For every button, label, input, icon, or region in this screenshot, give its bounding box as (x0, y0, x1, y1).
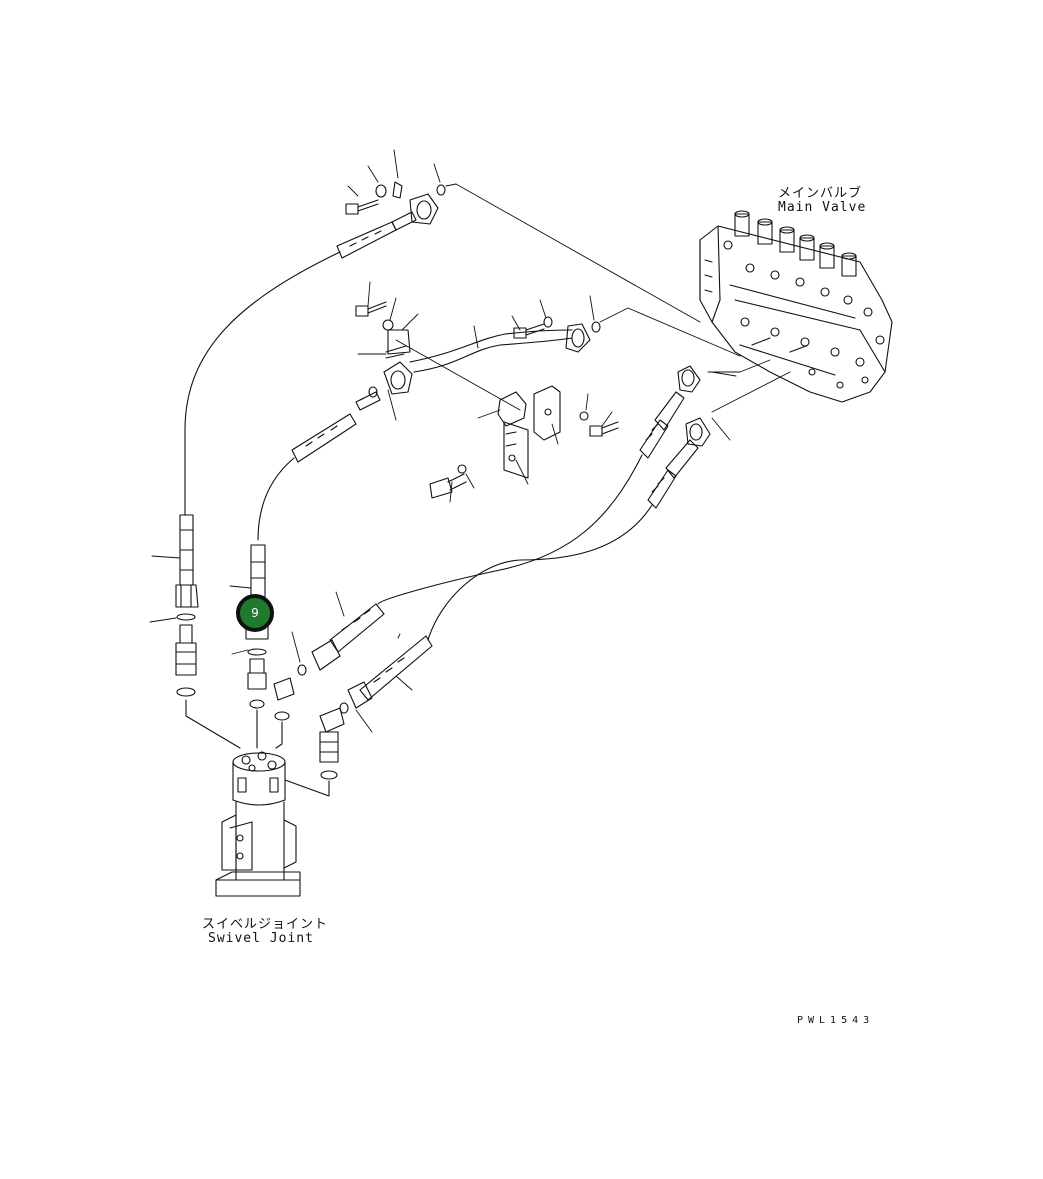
clamp-assembly (430, 386, 618, 498)
swivel-joint-label-jp: スイベルジョイント (202, 917, 329, 932)
drawing-code: PWL1543 (797, 1015, 875, 1026)
main-valve (700, 211, 892, 402)
hose-middle (410, 317, 600, 372)
hose-left-outer (176, 182, 445, 748)
swivel-joint-label-en: Swivel Joint (208, 931, 314, 946)
leader-lines (150, 150, 790, 732)
part-callout-number: 9 (251, 606, 259, 620)
hose-right-lower (285, 418, 710, 796)
hose-left-inner (246, 302, 412, 748)
swivel-joint (216, 752, 300, 896)
part-callout-9[interactable]: 9 (236, 594, 274, 632)
main-valve-label-en: Main Valve (778, 200, 867, 215)
main-valve-label-jp: メインバルブ (778, 186, 863, 201)
hose-right-upper (274, 366, 700, 748)
